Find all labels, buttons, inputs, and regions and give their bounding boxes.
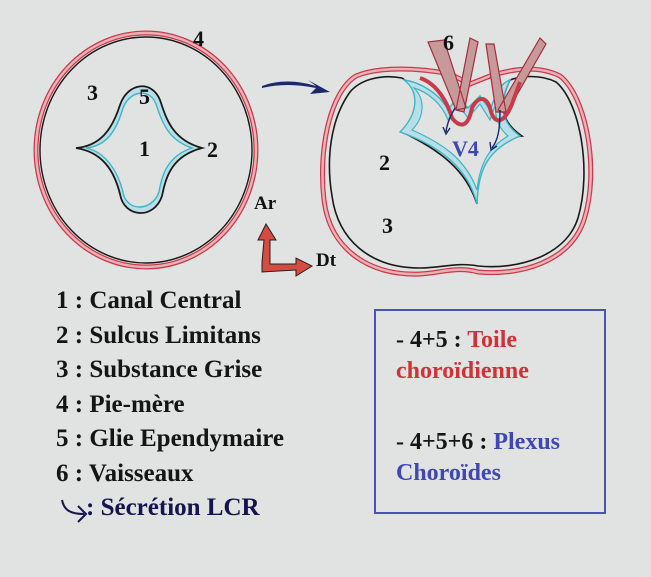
definition-plexus: - 4+5+6 : Plexus Choroïdes (396, 427, 604, 489)
label-2-sulcus-right: 2 (379, 150, 390, 175)
legend-item-1: 1 : Canal Central (56, 287, 242, 314)
brainstem-section: 6 V4 2 3 (319, 30, 594, 277)
label-2-sulcus: 2 (207, 137, 218, 162)
label-6-vessels: 6 (443, 30, 454, 55)
label-4-pia: 4 (193, 26, 204, 51)
label-3-grey-matter: 3 (87, 80, 98, 105)
definition-toile-prefix: - 4+5 : (396, 327, 468, 353)
legend-item-5: 5 : Glie Ependymaire (56, 425, 285, 452)
label-5-glia: 5 (139, 84, 150, 109)
legend-secretion: : Sécrétion LCR (86, 494, 260, 521)
definition-plexus-term: Plexus (493, 429, 561, 455)
definition-plexus-term2: Choroïdes (396, 460, 501, 486)
axes-arrow-icon (257, 222, 314, 277)
definition-toile: - 4+5 : Toile choroïdienne (396, 325, 604, 387)
grey-matter-border (39, 36, 253, 264)
vessel-left (427, 37, 479, 113)
secretion-legend-arrow-icon (61, 499, 88, 523)
choroid-fold (419, 76, 522, 127)
spinal-cord-section: 4 3 5 1 2 (33, 26, 259, 270)
legend-item-4: 4 : Pie-mère (56, 390, 185, 418)
legend-item-2: 2 : Sulcus Limitans (56, 321, 261, 349)
label-1-central-canal: 1 (139, 136, 150, 161)
legend-item-6: 6 : Vaisseaux (56, 459, 194, 487)
definition-plexus-prefix: - 4+5+6 : (396, 429, 494, 455)
pia-mater-fill (34, 31, 258, 269)
label-v4: V4 (452, 136, 479, 161)
label-3-grey-matter-right: 3 (382, 213, 393, 238)
secretion-arrowhead-right (489, 141, 498, 152)
secretion-arrow-left (445, 107, 456, 133)
central-canal-lumen (85, 92, 195, 208)
legend-item-3: 3 : Substance Grise (56, 356, 263, 383)
axis-label-dt: Dt (316, 250, 337, 271)
definition-toile-term2: choroïdienne (396, 358, 529, 384)
transition-arrow-icon (262, 80, 330, 94)
orientation-axes: Ar Dt (254, 193, 337, 277)
legend: 1 : Canal Central 2 : Sulcus Limitans 3 … (56, 284, 284, 526)
axis-label-ar: Ar (254, 193, 277, 214)
brainstem-border (328, 75, 585, 269)
definition-toile-term: Toile (467, 327, 518, 353)
definitions-box: - 4+5 : Toile choroïdienne - 4+5+6 : Ple… (374, 309, 606, 514)
pia-mater-fill-right (321, 67, 593, 276)
secretion-arrowhead-left (442, 126, 451, 136)
secretion-arrow-right (491, 109, 501, 149)
